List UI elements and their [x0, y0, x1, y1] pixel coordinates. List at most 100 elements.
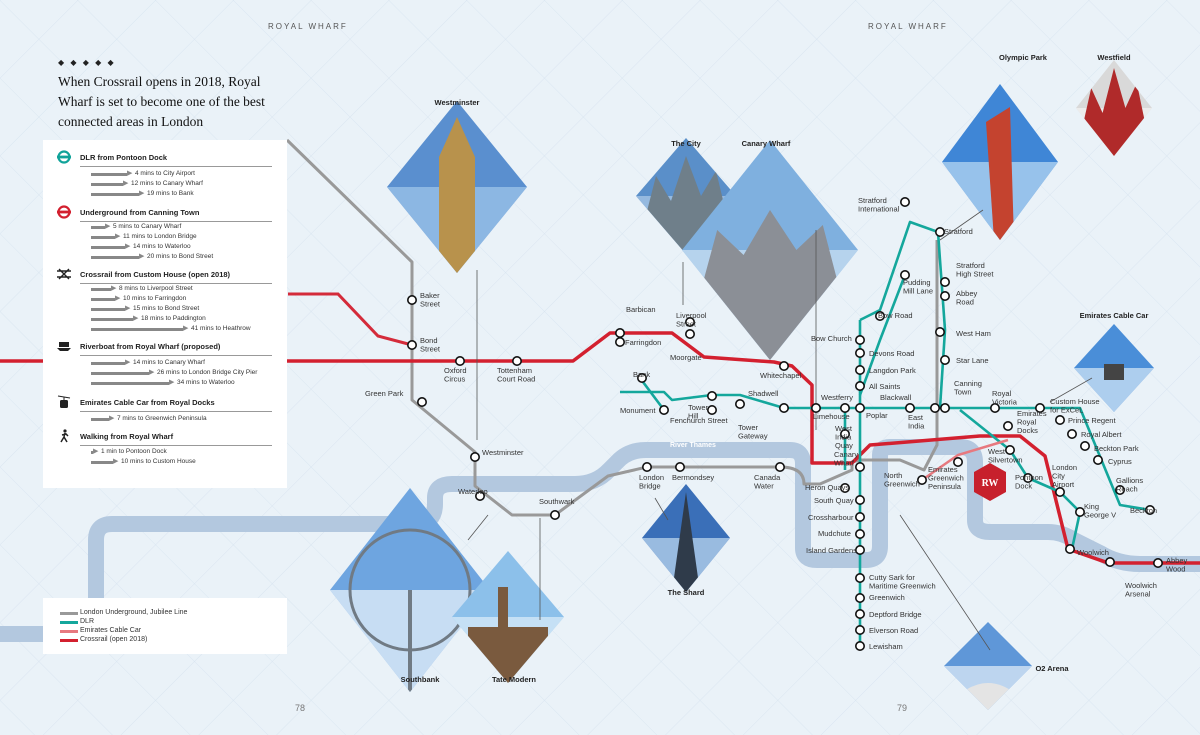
station-marker[interactable] — [854, 347, 865, 358]
station-westferry[interactable]: Westferry — [821, 393, 853, 413]
station-farringdon[interactable]: Farringdon — [614, 336, 661, 347]
station-marker[interactable] — [854, 380, 865, 391]
station-marker[interactable] — [1105, 556, 1116, 567]
station-marker[interactable] — [674, 461, 685, 472]
station-elverson-road[interactable]: Elverson Road — [854, 624, 918, 635]
station-marker[interactable] — [614, 327, 625, 338]
station-bow-road[interactable]: Bow Road — [874, 310, 913, 321]
station-marker[interactable] — [939, 354, 950, 365]
station-royal-albert[interactable]: Royal Albert — [1067, 428, 1123, 439]
station-heron-quays[interactable]: Heron Quays — [805, 482, 850, 493]
station-mudchute[interactable]: Mudchute — [818, 528, 865, 539]
station-marker[interactable] — [810, 402, 821, 413]
station-marker[interactable] — [939, 276, 950, 287]
station-marker[interactable] — [469, 451, 480, 462]
station-langdon-park[interactable]: Langdon Park — [854, 364, 916, 375]
station-shadwell[interactable]: Shadwell — [748, 389, 789, 413]
station-marker[interactable] — [474, 490, 485, 501]
station-marker[interactable] — [416, 396, 427, 407]
station-marker[interactable] — [934, 326, 945, 337]
station-marker[interactable] — [839, 482, 850, 493]
station-marker[interactable] — [854, 640, 865, 651]
station-limehouse[interactable]: Limehouse — [810, 402, 850, 421]
station-poplar[interactable]: Poplar — [854, 402, 888, 420]
station-marker[interactable] — [854, 608, 865, 619]
station-marker[interactable] — [1022, 472, 1033, 483]
station-marker[interactable] — [989, 402, 1000, 413]
station-woolwich[interactable]: Woolwich — [1065, 543, 1109, 557]
station-crossharbour[interactable]: Crossharbour — [808, 511, 865, 522]
station-westminster[interactable]: Westminster — [469, 448, 524, 462]
station-marker[interactable] — [1080, 440, 1091, 451]
station-green-park[interactable]: Green Park — [365, 389, 427, 407]
station-waterloo[interactable]: Waterloo — [458, 487, 488, 501]
station-cyprus[interactable]: Cyprus — [1093, 454, 1132, 466]
station-marker[interactable] — [778, 360, 789, 371]
station-marker[interactable] — [684, 316, 695, 327]
station-marker[interactable] — [854, 364, 865, 375]
station-marker[interactable] — [641, 461, 652, 472]
station-marker[interactable] — [1075, 506, 1086, 517]
station-deptford-bridge[interactable]: Deptford Bridge — [854, 608, 922, 619]
station-marker[interactable] — [854, 528, 865, 539]
station-whitechapel[interactable]: Whitechapel — [760, 360, 802, 380]
station-prince-regent[interactable]: Prince Regent — [1055, 414, 1117, 425]
station-marker[interactable] — [774, 461, 785, 472]
station-marker[interactable] — [406, 294, 417, 305]
station-marker[interactable] — [904, 402, 915, 413]
station-marker[interactable] — [854, 624, 865, 635]
station-marker[interactable] — [854, 511, 865, 522]
station-marker[interactable] — [939, 290, 950, 301]
station-lewisham[interactable]: Lewisham — [854, 640, 903, 651]
station-marker[interactable] — [706, 404, 717, 415]
station-marker[interactable] — [899, 197, 910, 208]
station-marker[interactable] — [854, 461, 865, 472]
station-beckton[interactable]: Beckton — [1130, 504, 1157, 515]
station-monument[interactable]: Monument — [620, 404, 669, 415]
royal-wharf-badge[interactable]: RW — [974, 463, 1006, 501]
station-marker[interactable] — [511, 355, 522, 366]
station-marker[interactable] — [734, 398, 745, 409]
station-island-gardens[interactable]: Island Gardens — [806, 544, 865, 555]
station-marker[interactable] — [454, 355, 465, 366]
station-marker[interactable] — [1065, 543, 1076, 554]
station-marker[interactable] — [899, 269, 910, 280]
station-marker[interactable] — [636, 372, 647, 383]
station-bank[interactable]: Bank — [633, 370, 650, 383]
station-marker[interactable] — [952, 456, 963, 467]
station-marker[interactable] — [839, 428, 850, 439]
station-marker[interactable] — [549, 509, 560, 520]
station-bermondsey[interactable]: Bermondsey — [672, 461, 714, 482]
station-marker[interactable] — [1035, 402, 1046, 413]
station-marker[interactable] — [1055, 414, 1066, 425]
station-stratford[interactable]: Stratford — [934, 227, 973, 238]
station-marker[interactable] — [1093, 454, 1104, 465]
station-marker[interactable] — [934, 227, 945, 238]
station-south-quay[interactable]: South Quay — [814, 494, 865, 505]
station-marker[interactable] — [916, 474, 927, 485]
station-bow-church[interactable]: Bow Church — [811, 334, 865, 345]
station-marker[interactable] — [658, 404, 669, 415]
station-star-lane[interactable]: Star Lane — [939, 354, 989, 365]
station-west-ham[interactable]: West Ham — [934, 326, 991, 338]
station-beckton-park[interactable]: Beckton Park — [1080, 440, 1139, 453]
